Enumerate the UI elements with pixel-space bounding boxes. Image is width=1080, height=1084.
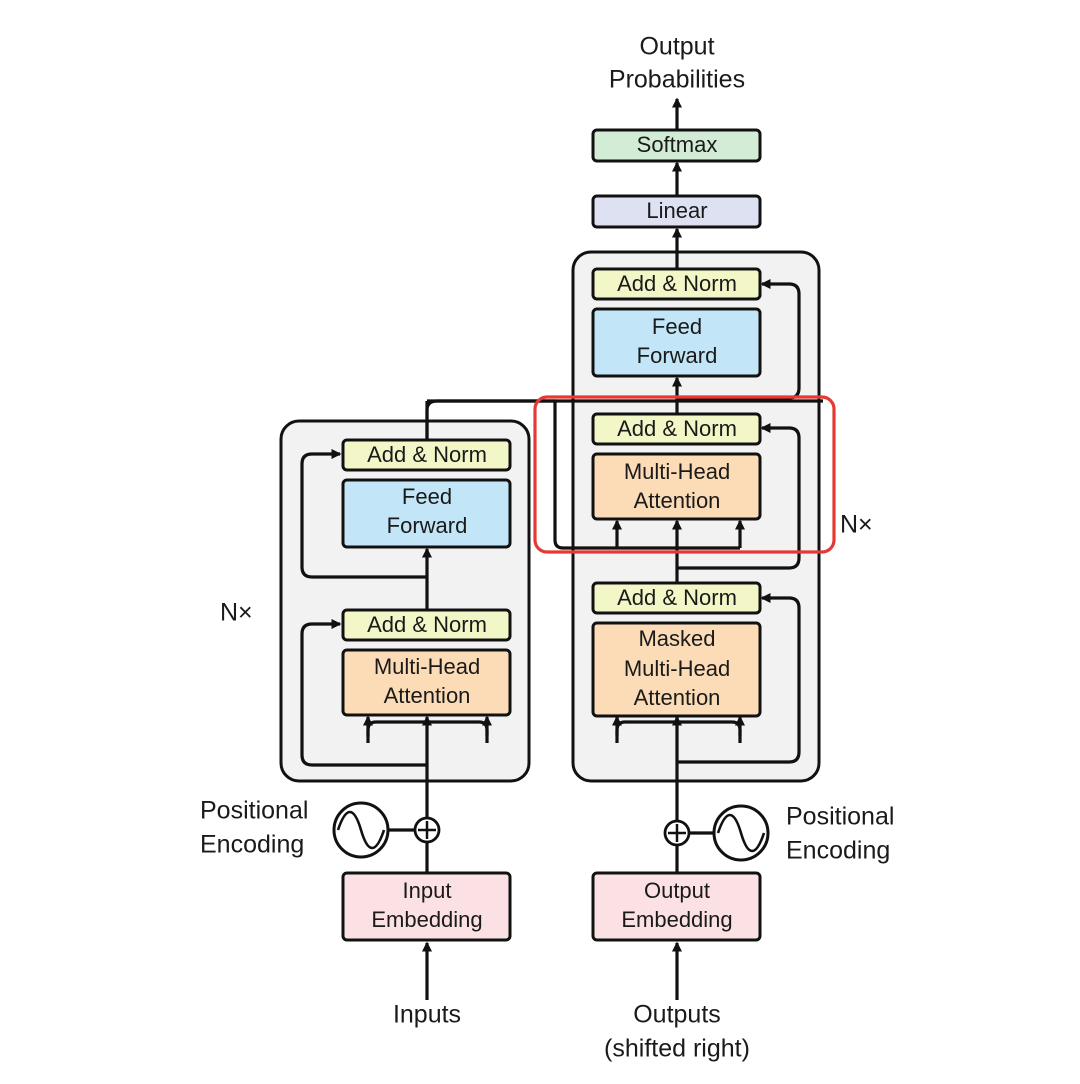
decoder-residual-2 (677, 423, 801, 570)
linear-box (591, 194, 762, 229)
encoder-ff-line1: Feed (402, 484, 452, 509)
decoder-masked-attention (591, 621, 762, 718)
decoder-add-norm-mid-label: Add & Norm (617, 416, 737, 441)
decoder-positional-line1: Positional (786, 803, 894, 831)
decoder-masked-line2: Multi-Head (624, 656, 730, 681)
encoder-positional-line2: Encoding (200, 831, 304, 859)
output-probabilities-line2: Probabilities (609, 66, 745, 94)
softmax-label: Softmax (637, 132, 718, 157)
encoder-add-norm-bottom-label: Add & Norm (367, 612, 487, 637)
decoder-sum-icon (663, 819, 691, 847)
encoder-add-norm-bottom (341, 608, 512, 642)
cross-attn-kv-line (427, 399, 740, 550)
decoder-positional-line2: Encoding (786, 837, 890, 865)
decoder-cross-attn-line1: Multi-Head (624, 459, 730, 484)
encoder-residual-1 (300, 619, 427, 767)
encoder-positional-sine-icon (332, 801, 390, 859)
decoder-add-norm-top (591, 267, 762, 301)
decoder-residual-1 (677, 593, 801, 764)
decoder-masked-line3: Attention (634, 685, 721, 710)
cross-attention-highlight (533, 395, 836, 554)
softmax-box (591, 128, 762, 163)
encoder-attention (341, 648, 512, 717)
encoder-positional-line1: Positional (200, 797, 308, 825)
decoder-ff-line2: Forward (637, 343, 718, 368)
decoder-add-norm-bottom (591, 581, 762, 615)
linear-label: Linear (646, 198, 707, 223)
encoder-attn-line1: Multi-Head (374, 654, 480, 679)
output-embedding-line2: Embedding (621, 907, 732, 932)
inputs-label: Inputs (393, 1001, 461, 1029)
output-embedding-line1: Output (644, 878, 710, 903)
encoder-ff-line2: Forward (387, 513, 468, 538)
decoder-add-norm-bottom-label: Add & Norm (617, 585, 737, 610)
decoder-cross-attention (591, 452, 762, 521)
encoder-sum-icon (413, 816, 441, 844)
input-embedding-line2: Embedding (371, 907, 482, 932)
outputs-line1: Outputs (633, 1001, 721, 1029)
decoder-feed-forward (591, 307, 762, 378)
decoder-masked-line1: Masked (638, 626, 715, 651)
decoder-repeat-label: N× (840, 511, 873, 539)
encoder-attn-line2: Attention (384, 683, 471, 708)
output-probabilities-line1: Output (639, 33, 714, 61)
encoder-add-norm-top (341, 438, 512, 472)
decoder-cross-attn-line2: Attention (634, 488, 721, 513)
decoder-add-norm-top-label: Add & Norm (617, 271, 737, 296)
input-embedding-box (341, 871, 512, 942)
decoder-ff-line1: Feed (652, 314, 702, 339)
decoder-add-norm-mid (591, 412, 762, 446)
input-embedding-line1: Input (403, 878, 452, 903)
encoder-add-norm-top-label: Add & Norm (367, 442, 487, 467)
encoder-residual-2 (300, 449, 427, 579)
encoder-stack (279, 419, 531, 783)
encoder-repeat-label: N× (220, 599, 253, 627)
outputs-line2: (shifted right) (604, 1035, 750, 1063)
decoder-positional-sine-icon (712, 804, 770, 862)
output-embedding-box (591, 871, 762, 942)
encoder-feed-forward (341, 478, 512, 549)
